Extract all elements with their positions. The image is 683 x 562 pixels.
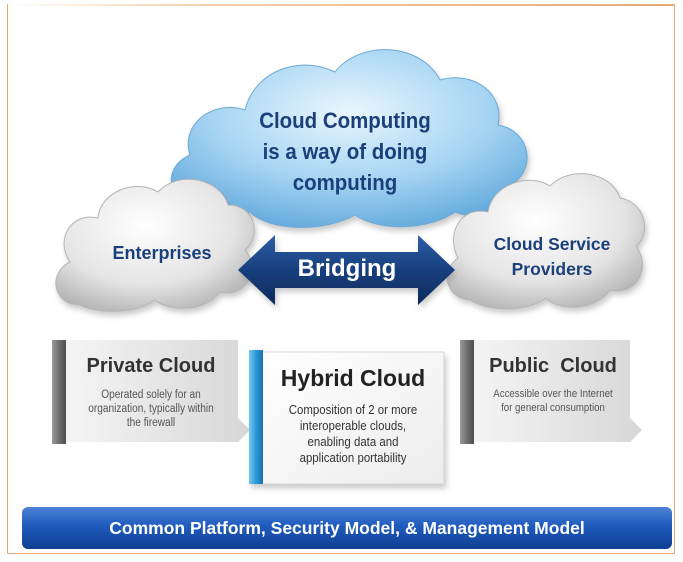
- service-providers-cloud-shape: [446, 173, 646, 310]
- main-cloud-line2: is a way of doing: [262, 139, 428, 164]
- public-desc-line2: for general consumption: [501, 402, 605, 414]
- main-cloud-line1: Cloud Computing: [259, 108, 431, 133]
- hybrid-cloud-description: Composition of 2 or more interoperable c…: [273, 402, 433, 466]
- private-cloud-panel-shape: [52, 340, 250, 444]
- common-platform-banner: [22, 507, 672, 549]
- main-cloud-shape: [170, 49, 528, 228]
- diagram-frame: [7, 4, 675, 554]
- main-cloud-label: Cloud Computing is a way of doing comput…: [233, 105, 456, 198]
- public-cloud-title: Public Cloud: [489, 355, 617, 377]
- csp-line2: Providers: [511, 259, 593, 279]
- bridging-label: Bridging: [297, 255, 397, 282]
- private-desc-line1: Operated solely for an: [101, 389, 201, 401]
- main-cloud-line3: computing: [292, 170, 398, 195]
- hybrid-cloud-panel-shape: [249, 350, 445, 485]
- common-platform-banner-label: Common Platform, Security Model, & Manag…: [109, 518, 585, 538]
- private-cloud-title: Private Cloud: [86, 355, 216, 377]
- hybrid-desc-line4: application portability: [299, 450, 407, 465]
- public-cloud-panel-shape: [460, 340, 642, 444]
- private-desc-line3: the firewall: [126, 417, 176, 429]
- public-desc-line1: Accessible over the Internet: [493, 388, 613, 400]
- cloud-service-providers-label: Cloud Service Providers: [472, 232, 632, 282]
- hybrid-desc-line1: Composition of 2 or more: [288, 402, 418, 417]
- private-cloud-description: Operated solely for an organization, typ…: [67, 388, 234, 430]
- hybrid-desc-line3: enabling data and: [307, 434, 399, 449]
- enterprises-cloud-shape: [55, 178, 255, 312]
- enterprises-label: Enterprises: [112, 243, 212, 263]
- public-cloud-description: Accessible over the Internet for general…: [480, 387, 626, 415]
- private-desc-line2: organization, typically within: [88, 403, 214, 415]
- bridging-arrow-shape: [238, 235, 455, 305]
- hybrid-desc-line2: interoperable clouds,: [299, 418, 407, 433]
- hybrid-cloud-title: Hybrid Cloud: [280, 365, 426, 391]
- csp-line1: Cloud Service: [493, 234, 611, 254]
- frame-top-border: [7, 4, 675, 6]
